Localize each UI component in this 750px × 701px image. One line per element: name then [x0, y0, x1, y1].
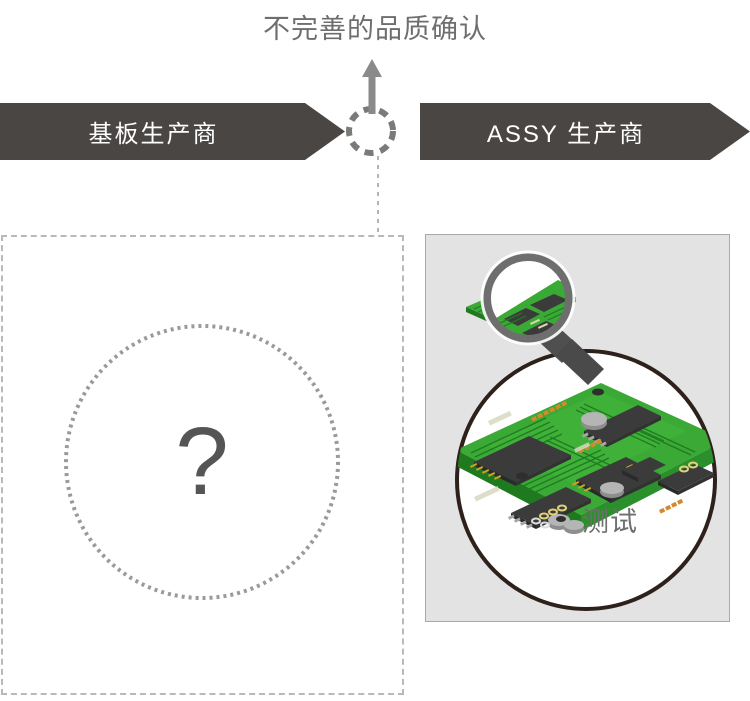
left-unknown-panel — [1, 235, 404, 695]
right-test-panel: 测试 — [425, 234, 730, 622]
question-mark-symbol: ? — [175, 408, 229, 515]
dotted-circle-outline-icon — [64, 324, 340, 600]
magnifier-icon — [480, 250, 604, 385]
inspection-illustration — [455, 250, 717, 611]
stage-banner-assy-manufacturer: ASSY 生产商 — [420, 103, 750, 160]
magnified-pcb-illustration — [455, 349, 717, 611]
page-title: 不完善的品质确认 — [263, 14, 487, 44]
test-label: 测试 — [582, 507, 638, 537]
stage-banner-substrate-manufacturer: 基板生产商 — [0, 103, 345, 160]
up-arrow-icon — [361, 58, 383, 114]
dashed-connector-line — [377, 156, 379, 238]
stage-banner-label: ASSY 生产商 — [486, 121, 646, 148]
stage-banner-label: 基板生产商 — [88, 121, 219, 148]
